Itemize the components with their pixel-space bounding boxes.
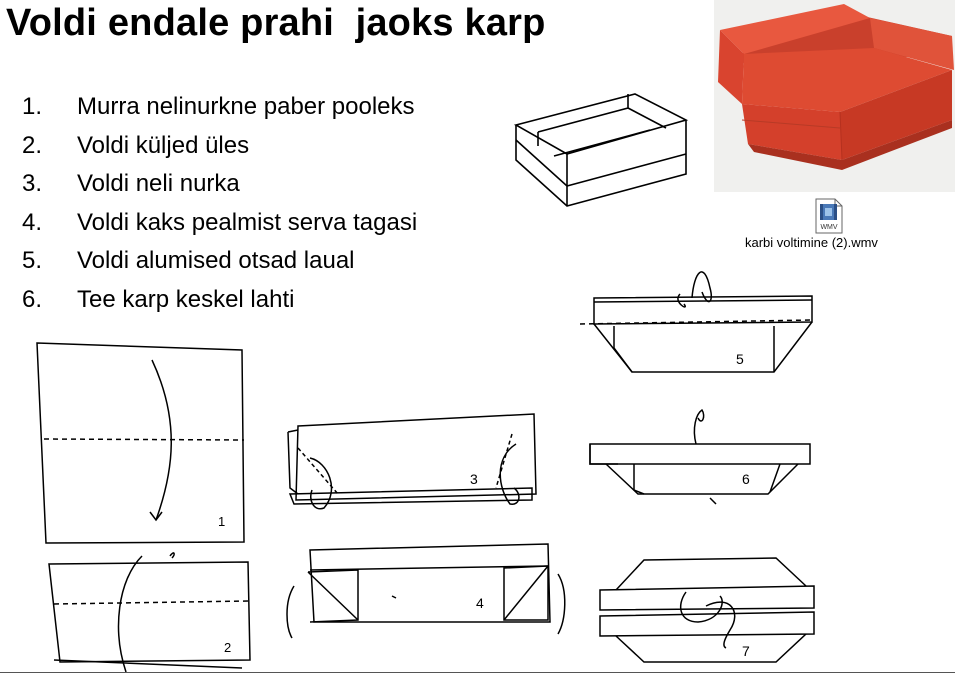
step-number: 2. <box>22 131 43 159</box>
step-item: 5. Voldi alumised otsad laual <box>22 242 417 281</box>
diagram-step-4: 4 <box>286 543 566 639</box>
diagram-step-5: 5 <box>580 271 813 373</box>
step-item: 2. Voldi küljed üles <box>22 127 417 166</box>
diagram-step-3: 3 <box>287 413 537 510</box>
diagram-step-2: 2 <box>48 552 251 672</box>
bottom-divider <box>0 672 955 673</box>
step-number-label: 6 <box>742 471 750 487</box>
diagram-step-1: 1 <box>36 342 245 544</box>
instruction-steps: 1. Murra nelinurkne paber pooleks 2. Voldi… <box>22 88 417 319</box>
step-text: Voldi neli nurka <box>77 170 240 197</box>
video-file-icon: WMV <box>815 198 843 234</box>
step-number-label: 7 <box>742 643 750 659</box>
step-number-label: 2 <box>224 640 231 655</box>
finished-box-drawing <box>513 93 689 207</box>
page-title: Voldi endale prahi jaoks karp <box>6 2 546 44</box>
red-box-photo <box>714 0 955 192</box>
step-item: 1. Murra nelinurkne paber pooleks <box>22 88 417 127</box>
step-text: Tee karp keskel lahti <box>77 285 295 313</box>
step-number-label: 1 <box>218 514 225 529</box>
step-number: 6. <box>22 285 43 313</box>
step-number-label: 5 <box>736 351 744 367</box>
step-number: 3. <box>22 170 43 197</box>
video-file-link[interactable]: WMV karbi voltimine (2).wmv <box>745 198 925 250</box>
diagram-step-6: 6 <box>589 408 811 505</box>
step-text: Murra nelinurkne paber pooleks <box>77 93 415 120</box>
step-item: 4. Voldi kaks pealmist serva tagasi <box>22 204 417 243</box>
step-text: Voldi alumised otsad laual <box>77 247 355 274</box>
step-text: Voldi küljed üles <box>77 131 250 159</box>
diagram-step-7: 7 <box>599 557 815 663</box>
step-number: 4. <box>22 208 43 236</box>
step-item: 6. Tee karp keskel lahti <box>22 281 417 320</box>
file-type-label: WMV <box>820 224 837 231</box>
step-item: 3. Voldi neli nurka <box>22 165 417 204</box>
step-number-label: 4 <box>476 595 484 611</box>
video-file-name: karbi voltimine (2).wmv <box>745 235 878 250</box>
step-text: Voldi kaks pealmist serva tagasi <box>77 208 418 236</box>
step-number: 5. <box>22 247 43 274</box>
step-number: 1. <box>22 93 43 120</box>
step-number-label: 3 <box>470 471 478 487</box>
